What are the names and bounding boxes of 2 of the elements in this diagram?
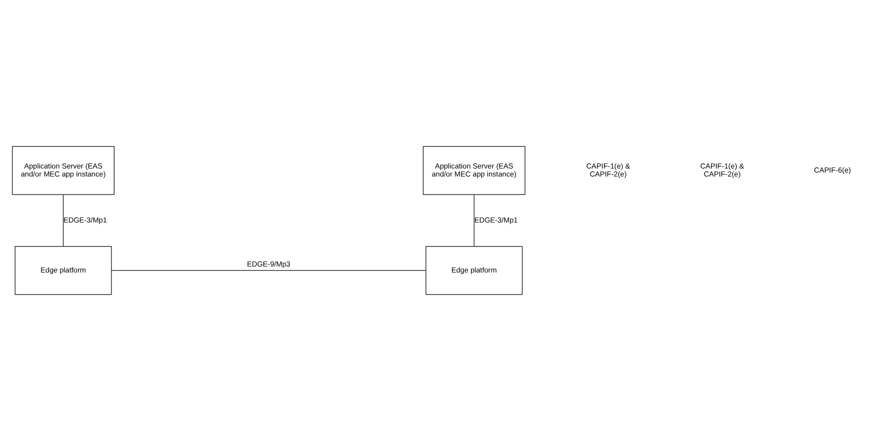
connector <box>111 270 426 271</box>
connector <box>62 194 64 247</box>
